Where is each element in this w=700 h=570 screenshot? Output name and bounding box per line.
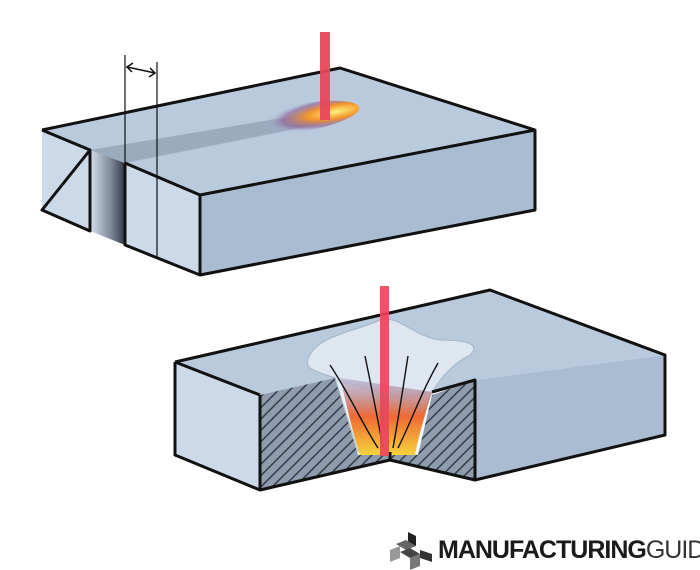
- kerf-width-arrow: [125, 62, 157, 78]
- logo-text-light: GUIDE: [645, 535, 700, 564]
- top-workpiece: [40, 32, 537, 277]
- bottom-workpiece: [173, 286, 667, 492]
- laser-beam: [320, 32, 330, 120]
- laser-beam: [380, 286, 389, 456]
- logo-text-bold: MANUFACTURING: [438, 535, 647, 564]
- cube-logo-icon: [390, 532, 432, 570]
- ejected-melt: [307, 318, 475, 453]
- cut-section-left: [260, 378, 390, 490]
- manufacturing-guide-logo: MANUFACTURINGGUIDE: [388, 530, 700, 570]
- kerf-groove: [90, 150, 125, 245]
